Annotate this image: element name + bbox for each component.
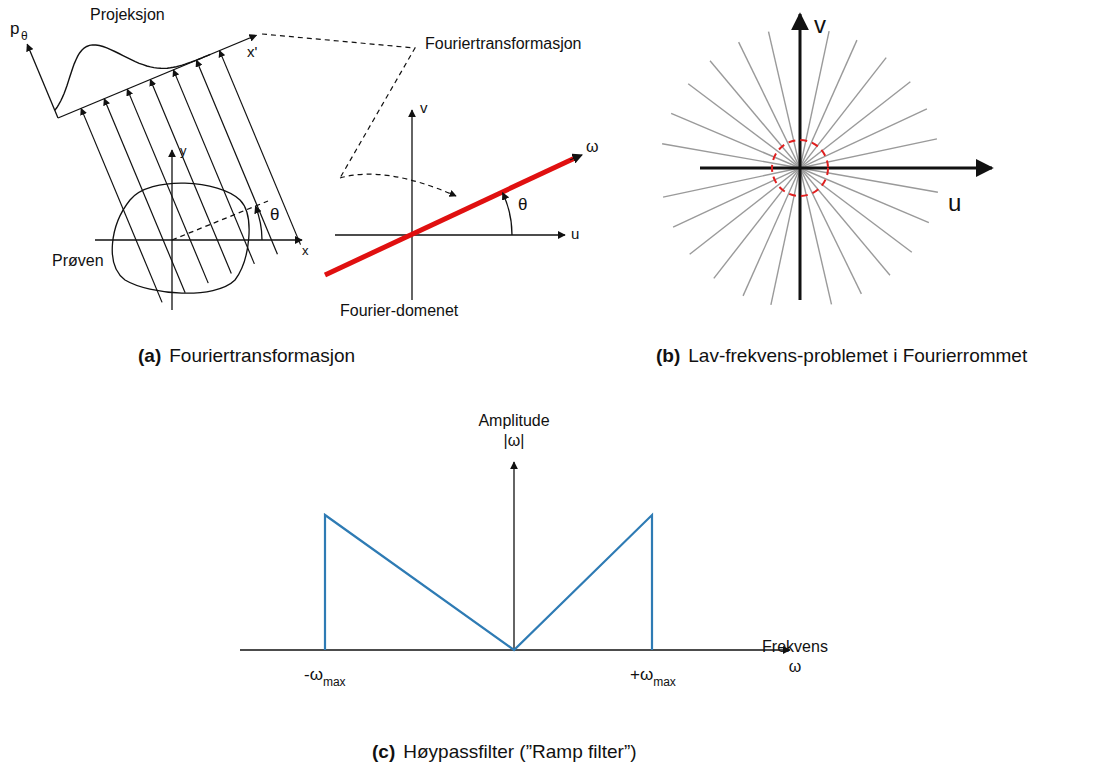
axis-label: u (948, 190, 961, 216)
axis-label: ω (789, 658, 802, 676)
ray (104, 99, 185, 293)
ray (150, 80, 231, 274)
axis-label: u (571, 226, 579, 243)
axis-label: v (814, 12, 826, 38)
tick-subscript: max (323, 676, 346, 689)
axis-label: y (180, 144, 187, 158)
axis-label: p (10, 20, 19, 39)
detector-axis (58, 35, 256, 118)
caption: Lav-frekvens-problemet i Fourierrommet (688, 346, 1027, 367)
caption-tag: (b) (656, 346, 680, 367)
figure-label: Prøven (52, 252, 104, 270)
transform-connector (262, 34, 456, 196)
axis-label: Amplitude (478, 412, 549, 430)
caption-tag: (c) (372, 742, 395, 763)
angle-label: θ (518, 196, 527, 215)
tick-subscript: max (653, 676, 676, 689)
tick-label: -ω (304, 666, 323, 685)
axis-label: x' (247, 44, 257, 61)
axis-label: ω (586, 138, 599, 156)
caption: Høypassfilter (”Ramp filter”) (403, 742, 636, 763)
ray (81, 108, 162, 302)
ray (196, 60, 277, 254)
fourier-domain (325, 110, 582, 300)
projection-rays (27, 35, 300, 302)
angle-label: θ (270, 206, 279, 225)
axis-label: Frekvens (762, 638, 828, 656)
figure-label: Projeksjon (90, 6, 165, 24)
projection-axis (27, 44, 58, 118)
axis-label: |ω| (504, 432, 525, 450)
caption: Fouriertransformasjon (169, 346, 355, 367)
axis-subscript: θ (21, 30, 28, 43)
figure-label: Fourier-domenet (340, 302, 458, 320)
tick-label: +ω (630, 666, 653, 685)
caption-tag: (a) (138, 346, 161, 367)
axis-label: v (420, 100, 428, 117)
ray (220, 51, 301, 245)
projection-curve (55, 45, 211, 110)
ramp-filter (240, 462, 790, 650)
figure-label: Fouriertransformasjon (425, 35, 582, 53)
ray (127, 89, 208, 283)
frequency-axes (700, 14, 992, 300)
axis-label: x (302, 244, 309, 258)
ray (173, 70, 254, 264)
